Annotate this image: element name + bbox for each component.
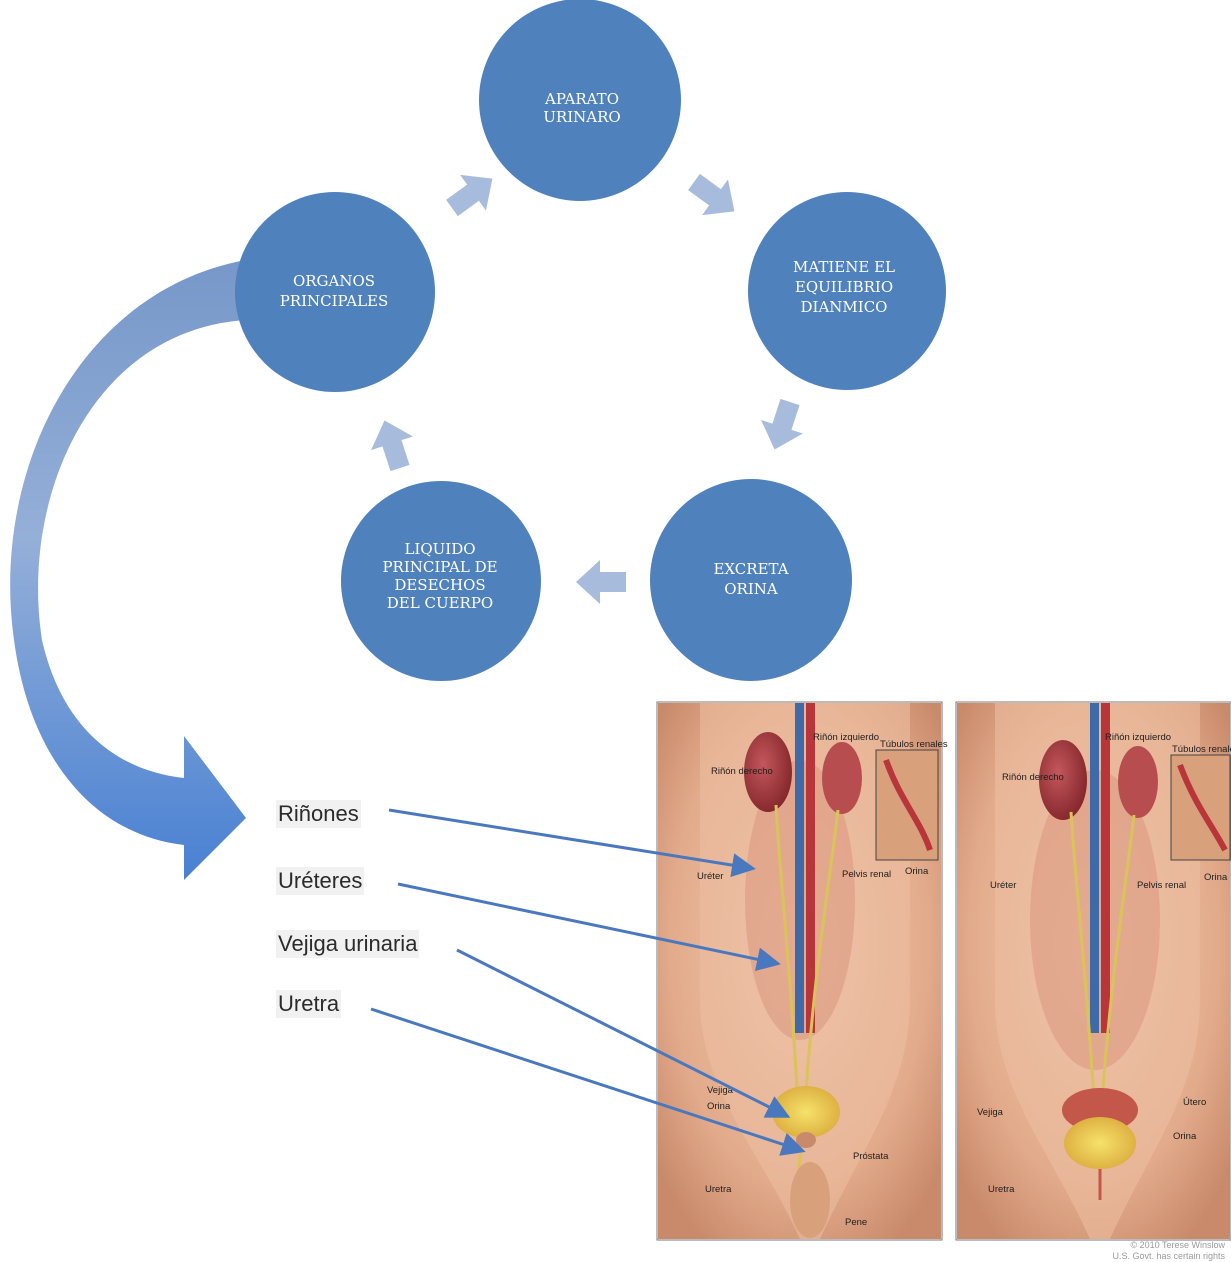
svg-text:Uretra: Uretra — [988, 1184, 1015, 1195]
organ-item-vejiga: Vejiga urinaria — [276, 930, 419, 958]
svg-text:Pelvis renal: Pelvis renal — [1137, 880, 1186, 891]
svg-text:Próstata: Próstata — [853, 1151, 889, 1162]
svg-text:Riñón izquierdo: Riñón izquierdo — [813, 732, 879, 743]
svg-text:Útero: Útero — [1183, 1097, 1206, 1108]
svg-text:Pene: Pene — [845, 1217, 867, 1228]
organ-item-ureteres: Uréteres — [276, 867, 364, 895]
arrow-equilibrio-to-excreta — [754, 395, 811, 456]
male-anatomy-illustration: Riñón derecho Riñón izquierdo Túbulos re… — [657, 702, 948, 1240]
svg-text:Uretra: Uretra — [705, 1184, 732, 1195]
svg-text:Pelvis renal: Pelvis renal — [842, 869, 891, 880]
svg-text:Riñón derecho: Riñón derecho — [711, 766, 773, 777]
arrow-liquido-to-organos — [364, 414, 421, 475]
svg-text:Orina: Orina — [707, 1101, 731, 1112]
svg-text:Túbulos renales: Túbulos renales — [880, 739, 948, 750]
arrow-organos-to-aparato — [439, 161, 505, 226]
svg-text:Orina: Orina — [1204, 872, 1228, 883]
svg-text:Vejiga: Vejiga — [977, 1107, 1004, 1118]
svg-text:Orina: Orina — [1173, 1131, 1197, 1142]
svg-text:Riñón derecho: Riñón derecho — [1002, 772, 1064, 783]
svg-text:Uréter: Uréter — [697, 871, 723, 882]
credit-line: © 2010 Terese Winslow — [1112, 1240, 1225, 1251]
svg-text:Orina: Orina — [905, 866, 929, 877]
female-anatomy-illustration: Riñón derecho Riñón izquierdo Túbulos re… — [956, 702, 1231, 1240]
svg-text:Túbulos renales: Túbulos renales — [1172, 744, 1231, 755]
svg-text:Riñón izquierdo: Riñón izquierdo — [1105, 732, 1171, 743]
image-credit: © 2010 Terese Winslow U.S. Govt. has cer… — [1112, 1240, 1225, 1262]
organ-item-uretra: Uretra — [276, 990, 341, 1018]
svg-text:Uréter: Uréter — [990, 880, 1016, 891]
curved-arrow — [10, 260, 246, 880]
arrow-aparato-to-equilibrio — [681, 164, 747, 229]
organ-item-rinones: Riñones — [276, 800, 361, 828]
arrow-excreta-to-liquido — [576, 560, 626, 604]
credit-line: U.S. Govt. has certain rights — [1112, 1251, 1225, 1262]
